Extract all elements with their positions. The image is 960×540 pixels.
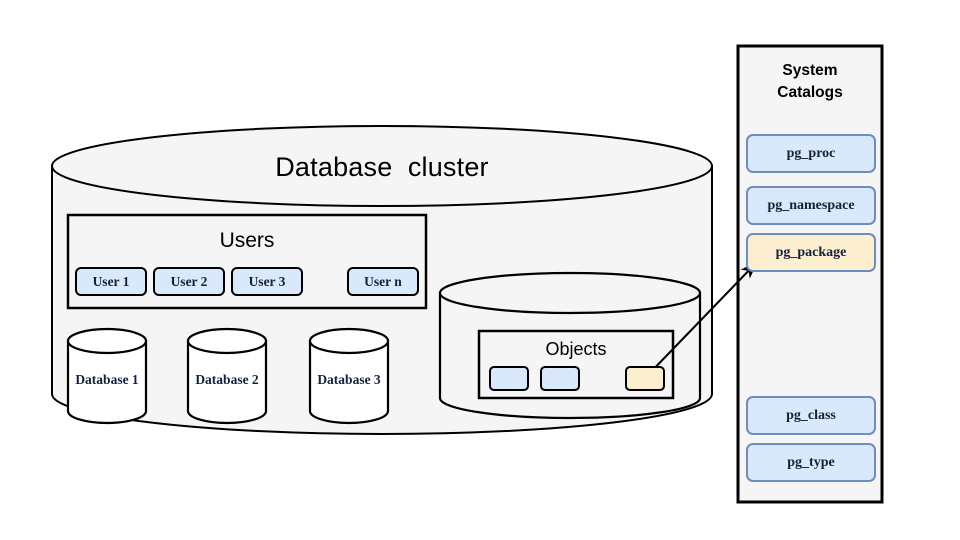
- catalog-chip-pg-package[interactable]: pg_package: [746, 233, 876, 272]
- catalog-chip-label: pg_namespace: [767, 197, 855, 213]
- catalog-chip-pg-type[interactable]: pg_type: [746, 443, 876, 482]
- catalog-chip-label: pg_type: [787, 454, 835, 470]
- user-chip-label: User 3: [248, 273, 286, 289]
- catalog-chip-label: pg_package: [775, 244, 847, 260]
- catalog-chip-label: pg_class: [786, 407, 836, 423]
- user-chip-2[interactable]: User 2: [153, 267, 225, 296]
- catalog-chip-pg-proc[interactable]: pg_proc: [746, 134, 876, 173]
- user-chip-label: User 2: [170, 273, 208, 289]
- user-chip-label: User n: [364, 273, 402, 289]
- database-cylinder-3: [308, 327, 390, 425]
- object-chip-1[interactable]: [489, 366, 529, 391]
- catalog-chip-label: pg_proc: [786, 145, 836, 161]
- object-chip-3-highlighted[interactable]: [625, 366, 665, 391]
- user-chip-label: User 1: [92, 273, 130, 289]
- object-chip-2[interactable]: [540, 366, 580, 391]
- object-to-pg_package-arrow: [644, 261, 758, 379]
- database-cylinder-1: [66, 327, 148, 425]
- user-chip-n[interactable]: User n: [347, 267, 419, 296]
- catalog-chip-pg-namespace[interactable]: pg_namespace: [746, 186, 876, 225]
- database-cylinder-2: [186, 327, 268, 425]
- user-chip-3[interactable]: User 3: [231, 267, 303, 296]
- catalog-chip-pg-class[interactable]: pg_class: [746, 396, 876, 435]
- user-chip-1[interactable]: User 1: [75, 267, 147, 296]
